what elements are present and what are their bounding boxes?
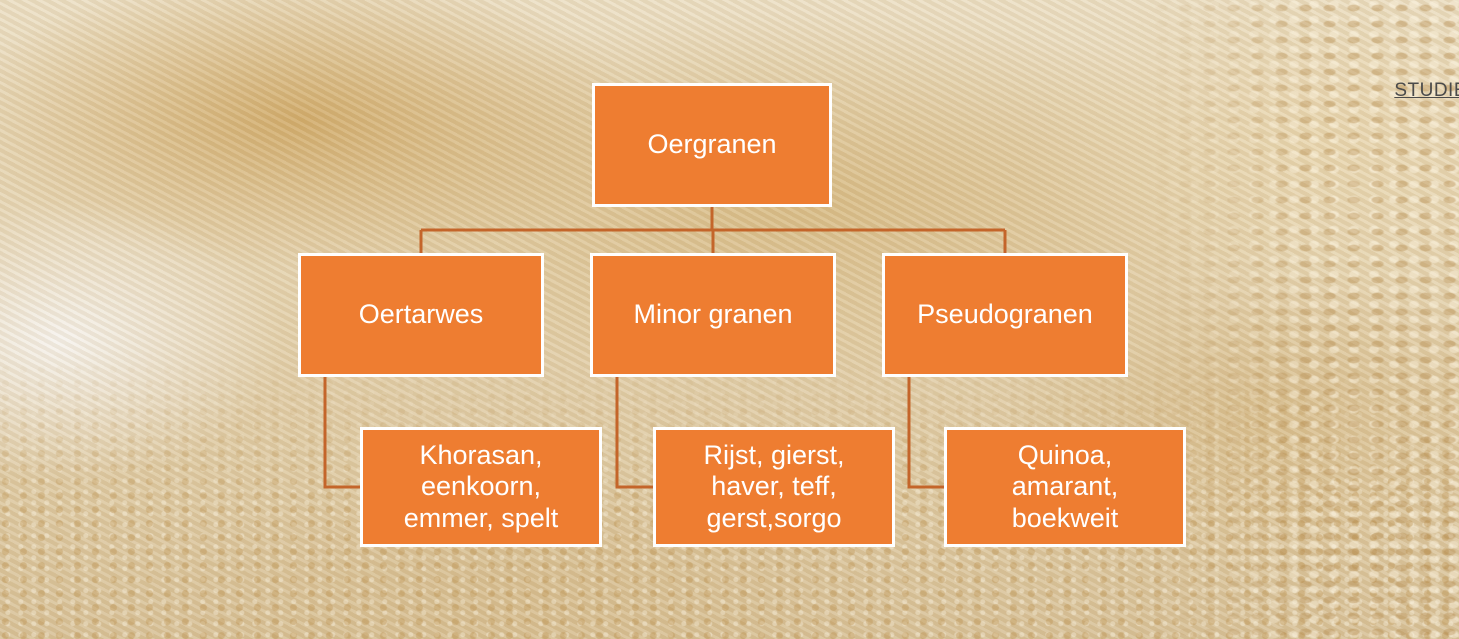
node-pseudogranen-label: Pseudogranen (917, 299, 1093, 330)
node-oertarwes-label: Oertarwes (359, 299, 484, 330)
connector-pseudogranen-child (909, 377, 944, 487)
node-pseudogranen-examples-text: Quinoa, amarant, boekweit (1012, 440, 1119, 533)
node-pseudogranen[interactable]: Pseudogranen (882, 253, 1128, 377)
node-oergranen-label: Oergranen (647, 129, 776, 160)
node-oertarwes[interactable]: Oertarwes (298, 253, 544, 377)
node-oertarwes-examples[interactable]: Khorasan, eenkoorn, emmer, spelt (360, 427, 602, 547)
node-minor-granen-examples[interactable]: Rijst, gierst, haver, teff, gerst,sorgo (653, 427, 895, 547)
connector-oertarwes-child (325, 377, 360, 487)
node-minor-granen-examples-text: Rijst, gierst, haver, teff, gerst,sorgo (703, 440, 844, 533)
node-minor-granen[interactable]: Minor granen (590, 253, 836, 377)
connector-minor-granen-child (617, 377, 653, 487)
node-pseudogranen-examples[interactable]: Quinoa, amarant, boekweit (944, 427, 1186, 547)
node-oergranen[interactable]: Oergranen (592, 83, 832, 207)
node-minor-granen-label: Minor granen (633, 299, 792, 330)
node-oertarwes-examples-text: Khorasan, eenkoorn, emmer, spelt (404, 440, 559, 533)
